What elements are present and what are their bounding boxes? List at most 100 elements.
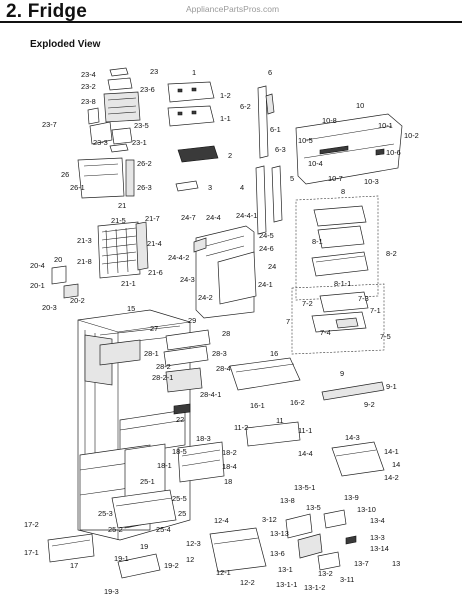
part-label: 8	[341, 187, 345, 196]
part-label: 7-1	[370, 306, 381, 315]
part-label: 6	[268, 68, 272, 77]
part-label: 10-4	[308, 159, 323, 168]
exploded-view-subtitle: Exploded View	[30, 39, 101, 50]
part-label: 16-2	[290, 398, 305, 407]
part-label: 28-3	[212, 349, 227, 358]
watermark: AppliancePartsPros.com	[186, 4, 280, 14]
top-shelves	[167, 81, 219, 192]
part-label: 19-1	[114, 554, 129, 563]
part-label: 26-2	[137, 159, 152, 168]
part-label: 13-10	[357, 505, 376, 514]
part-label: 13-14	[370, 544, 389, 553]
part-label: 24	[268, 262, 276, 271]
part-label: 20-4	[30, 261, 45, 270]
part-label: 21	[118, 201, 126, 210]
part-label: 24-5	[259, 231, 274, 240]
shelf-set-8	[295, 195, 379, 301]
part-label: 7	[286, 317, 290, 326]
part-label: 23-1	[132, 138, 147, 147]
part-label: 14-2	[384, 473, 399, 482]
part-label: 18-3	[196, 434, 211, 443]
part-label: 3-12	[262, 515, 277, 524]
part-label: 13-8	[280, 496, 295, 505]
part-label: 14	[392, 460, 400, 469]
part-label: 28-4-1	[200, 390, 221, 399]
part-label: 3	[208, 183, 212, 192]
part-label: 25-2	[108, 525, 123, 534]
part-label: 17	[70, 561, 78, 570]
side-rails	[255, 85, 283, 235]
part-label: 26-1	[70, 183, 85, 192]
part-label: 17-1	[24, 548, 39, 557]
part-label: 21-6	[148, 268, 163, 277]
part-label: 21-5	[111, 216, 126, 225]
part-label: 13	[392, 559, 400, 568]
part-label: 18	[224, 477, 232, 486]
part-label: 28-2	[156, 362, 171, 371]
part-label: 10-3	[364, 177, 379, 186]
part-label: 15	[127, 304, 135, 313]
part-label: 13-7	[354, 559, 369, 568]
part-label: 10-5	[298, 136, 313, 145]
lower-parts	[47, 441, 357, 579]
part-label: 13-1-2	[304, 583, 325, 592]
part-label: 11-2	[234, 423, 248, 432]
part-label: 26-3	[137, 183, 152, 192]
part-label: 13-2	[318, 569, 333, 578]
part-label: 8-2	[386, 249, 397, 258]
part-label: 6-2	[240, 102, 251, 111]
ice-maker-assembly	[77, 67, 141, 199]
part-label: 25	[178, 509, 186, 518]
title-rule	[0, 21, 462, 23]
part-label: 1	[192, 68, 196, 77]
part-label: 23-5	[134, 121, 149, 130]
part-label: 1-1	[220, 114, 231, 123]
part-label: 11	[276, 416, 284, 425]
part-label: 10-2	[404, 131, 419, 140]
part-label: 4	[240, 183, 244, 192]
part-label: 8-1-1	[334, 279, 351, 288]
part-label: 25-4	[156, 525, 171, 534]
part-label: 20-1	[30, 281, 45, 290]
part-label: 18-2	[222, 448, 237, 457]
part-label: 14-1	[384, 447, 399, 456]
part-label: 18-1	[157, 461, 172, 470]
part-label: 21-4	[147, 239, 162, 248]
shelf-set-7	[291, 283, 385, 355]
part-label: 3-11	[340, 575, 354, 584]
part-label: 19-3	[104, 587, 119, 596]
part-label: 22	[176, 415, 184, 424]
part-label: 20	[54, 255, 62, 264]
part-label: 7-3	[358, 294, 369, 303]
part-label: 13-9	[344, 493, 359, 502]
part-label: 24-4-2	[168, 253, 189, 262]
part-label: 23-6	[140, 85, 155, 94]
part-label: 12-3	[186, 539, 201, 548]
section-title: 2. Fridge	[6, 1, 87, 22]
part-label: 23-2	[81, 82, 96, 91]
part-label: 21-7	[145, 214, 160, 223]
part-label: 13-5	[306, 503, 321, 512]
part-label: 25-5	[172, 494, 187, 503]
part-label: 7-4	[320, 328, 331, 337]
part-label: 14-3	[345, 433, 360, 442]
part-label: 17-2	[24, 520, 39, 529]
part-label: 14-4	[298, 449, 313, 458]
part-label: 10-8	[322, 116, 337, 125]
part-label: 18-5	[172, 447, 187, 456]
part-label: 12	[186, 555, 194, 564]
crisper-drawers	[163, 329, 301, 393]
part-label: 13-6	[270, 549, 285, 558]
middle-parts	[173, 381, 385, 447]
part-label: 13-1-1	[276, 580, 297, 589]
part-label: 28	[222, 329, 230, 338]
part-label: 23-4	[81, 70, 96, 79]
part-label: 24-6	[259, 244, 274, 253]
part-label: 12-2	[240, 578, 255, 587]
part-label: 19-2	[164, 561, 179, 570]
part-label: 10-1	[378, 121, 393, 130]
part-label: 12-1	[216, 568, 231, 577]
part-label: 16-1	[250, 401, 265, 410]
part-label: 11-1	[298, 426, 312, 435]
